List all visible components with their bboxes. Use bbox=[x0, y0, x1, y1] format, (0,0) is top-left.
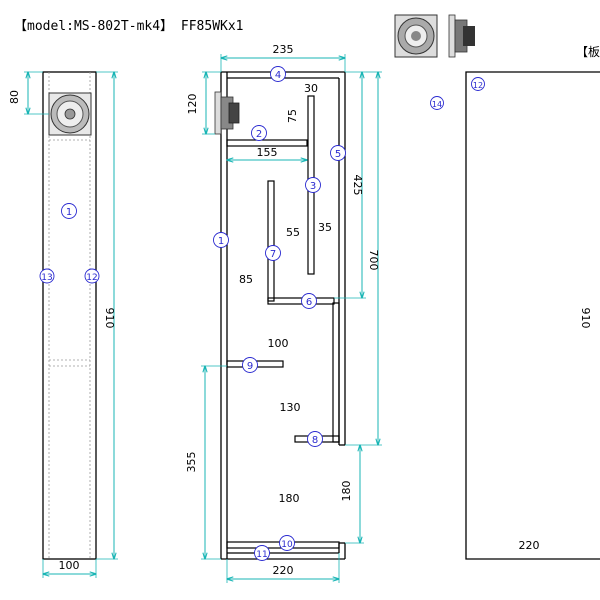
driver-label: FF85WKx1 bbox=[180, 19, 244, 34]
side-dim-100: 100 bbox=[268, 337, 289, 350]
side-dim-700: 700 bbox=[367, 250, 380, 271]
svg-text:13: 13 bbox=[41, 273, 52, 283]
part-marker-10 bbox=[279, 535, 295, 551]
speaker-side-thumb-icon bbox=[448, 14, 475, 58]
side-dim-30: 30 bbox=[304, 82, 318, 95]
part-marker-2 bbox=[251, 125, 267, 141]
board-2 bbox=[226, 139, 308, 147]
board-title: 【板 bbox=[576, 45, 600, 59]
model-title: 【model:MS-802T-mk4】 FF85WKx1 bbox=[14, 15, 244, 34]
svg-text:3: 3 bbox=[310, 181, 316, 192]
part-marker-9 bbox=[242, 357, 258, 373]
speaker-side-icon bbox=[214, 91, 240, 135]
svg-text:14: 14 bbox=[432, 100, 442, 109]
side-dim-75: 75 bbox=[286, 109, 299, 123]
part-marker-8 bbox=[307, 431, 323, 447]
part-markers: 1 2 3 4 5 6 7 8 9 10 11 bbox=[213, 66, 346, 561]
board-dim-height: 910 bbox=[579, 308, 592, 329]
board-7 bbox=[267, 180, 275, 302]
speaker-thumbnails bbox=[394, 14, 475, 58]
svg-text:12: 12 bbox=[473, 81, 483, 90]
front-outline bbox=[42, 71, 97, 560]
board-view: 12 14 910 220 bbox=[430, 71, 600, 560]
svg-text:1: 1 bbox=[66, 207, 72, 218]
part-marker-13 bbox=[39, 268, 55, 284]
part-marker-5 bbox=[330, 145, 346, 161]
side-dim-130: 130 bbox=[280, 401, 301, 414]
svg-text:11: 11 bbox=[256, 550, 267, 560]
front-dim-top: 80 bbox=[8, 90, 21, 104]
side-dim-180-side: 180 bbox=[340, 481, 353, 502]
side-dim-35: 35 bbox=[318, 221, 332, 234]
speaker-front-icon bbox=[48, 92, 92, 136]
svg-text:8: 8 bbox=[312, 435, 318, 446]
side-dim-120: 120 bbox=[186, 94, 199, 115]
model-label: 【model:MS-802T-mk4】 bbox=[14, 19, 174, 34]
part-marker-12 bbox=[84, 268, 100, 284]
svg-text:9: 9 bbox=[247, 361, 253, 372]
svg-text:10: 10 bbox=[281, 540, 293, 550]
svg-text:2: 2 bbox=[256, 129, 262, 140]
front-dim-height: 910 bbox=[103, 308, 116, 329]
part-marker-4 bbox=[270, 66, 286, 82]
part-marker-11 bbox=[254, 545, 270, 561]
svg-text:12: 12 bbox=[86, 273, 97, 283]
svg-text:6: 6 bbox=[306, 297, 312, 308]
board-6 bbox=[267, 297, 335, 305]
part-marker-6 bbox=[301, 293, 317, 309]
part-marker-1 bbox=[213, 232, 229, 248]
part-marker-12 bbox=[471, 77, 485, 91]
part-marker-3 bbox=[305, 177, 321, 193]
svg-text:1: 1 bbox=[218, 236, 224, 247]
svg-text:5: 5 bbox=[335, 149, 341, 160]
side-dim-425: 425 bbox=[351, 175, 364, 196]
speaker-front-thumb-icon bbox=[394, 14, 438, 58]
part-marker-7 bbox=[265, 245, 281, 261]
board-outline bbox=[465, 71, 600, 560]
side-view: 235 120 30 75 155 425 700 55 35 85 100 1… bbox=[185, 43, 382, 583]
front-dim-width: 100 bbox=[59, 559, 80, 572]
side-dim-bottom-width: 220 bbox=[273, 564, 294, 577]
side-dim-55: 55 bbox=[286, 226, 300, 239]
svg-text:7: 7 bbox=[270, 249, 276, 260]
svg-text:4: 4 bbox=[275, 70, 281, 81]
side-dim-355: 355 bbox=[185, 452, 198, 473]
part-marker-14 bbox=[430, 96, 444, 110]
side-dim-top-width: 235 bbox=[273, 43, 294, 56]
side-dim-155: 155 bbox=[257, 146, 278, 159]
board-dim-width: 220 bbox=[519, 539, 540, 552]
side-dim-180-inside: 180 bbox=[279, 492, 300, 505]
side-dim-85: 85 bbox=[239, 273, 253, 286]
front-view: 80 910 100 1 13 12 bbox=[8, 72, 118, 578]
part-marker-1 bbox=[61, 203, 77, 219]
